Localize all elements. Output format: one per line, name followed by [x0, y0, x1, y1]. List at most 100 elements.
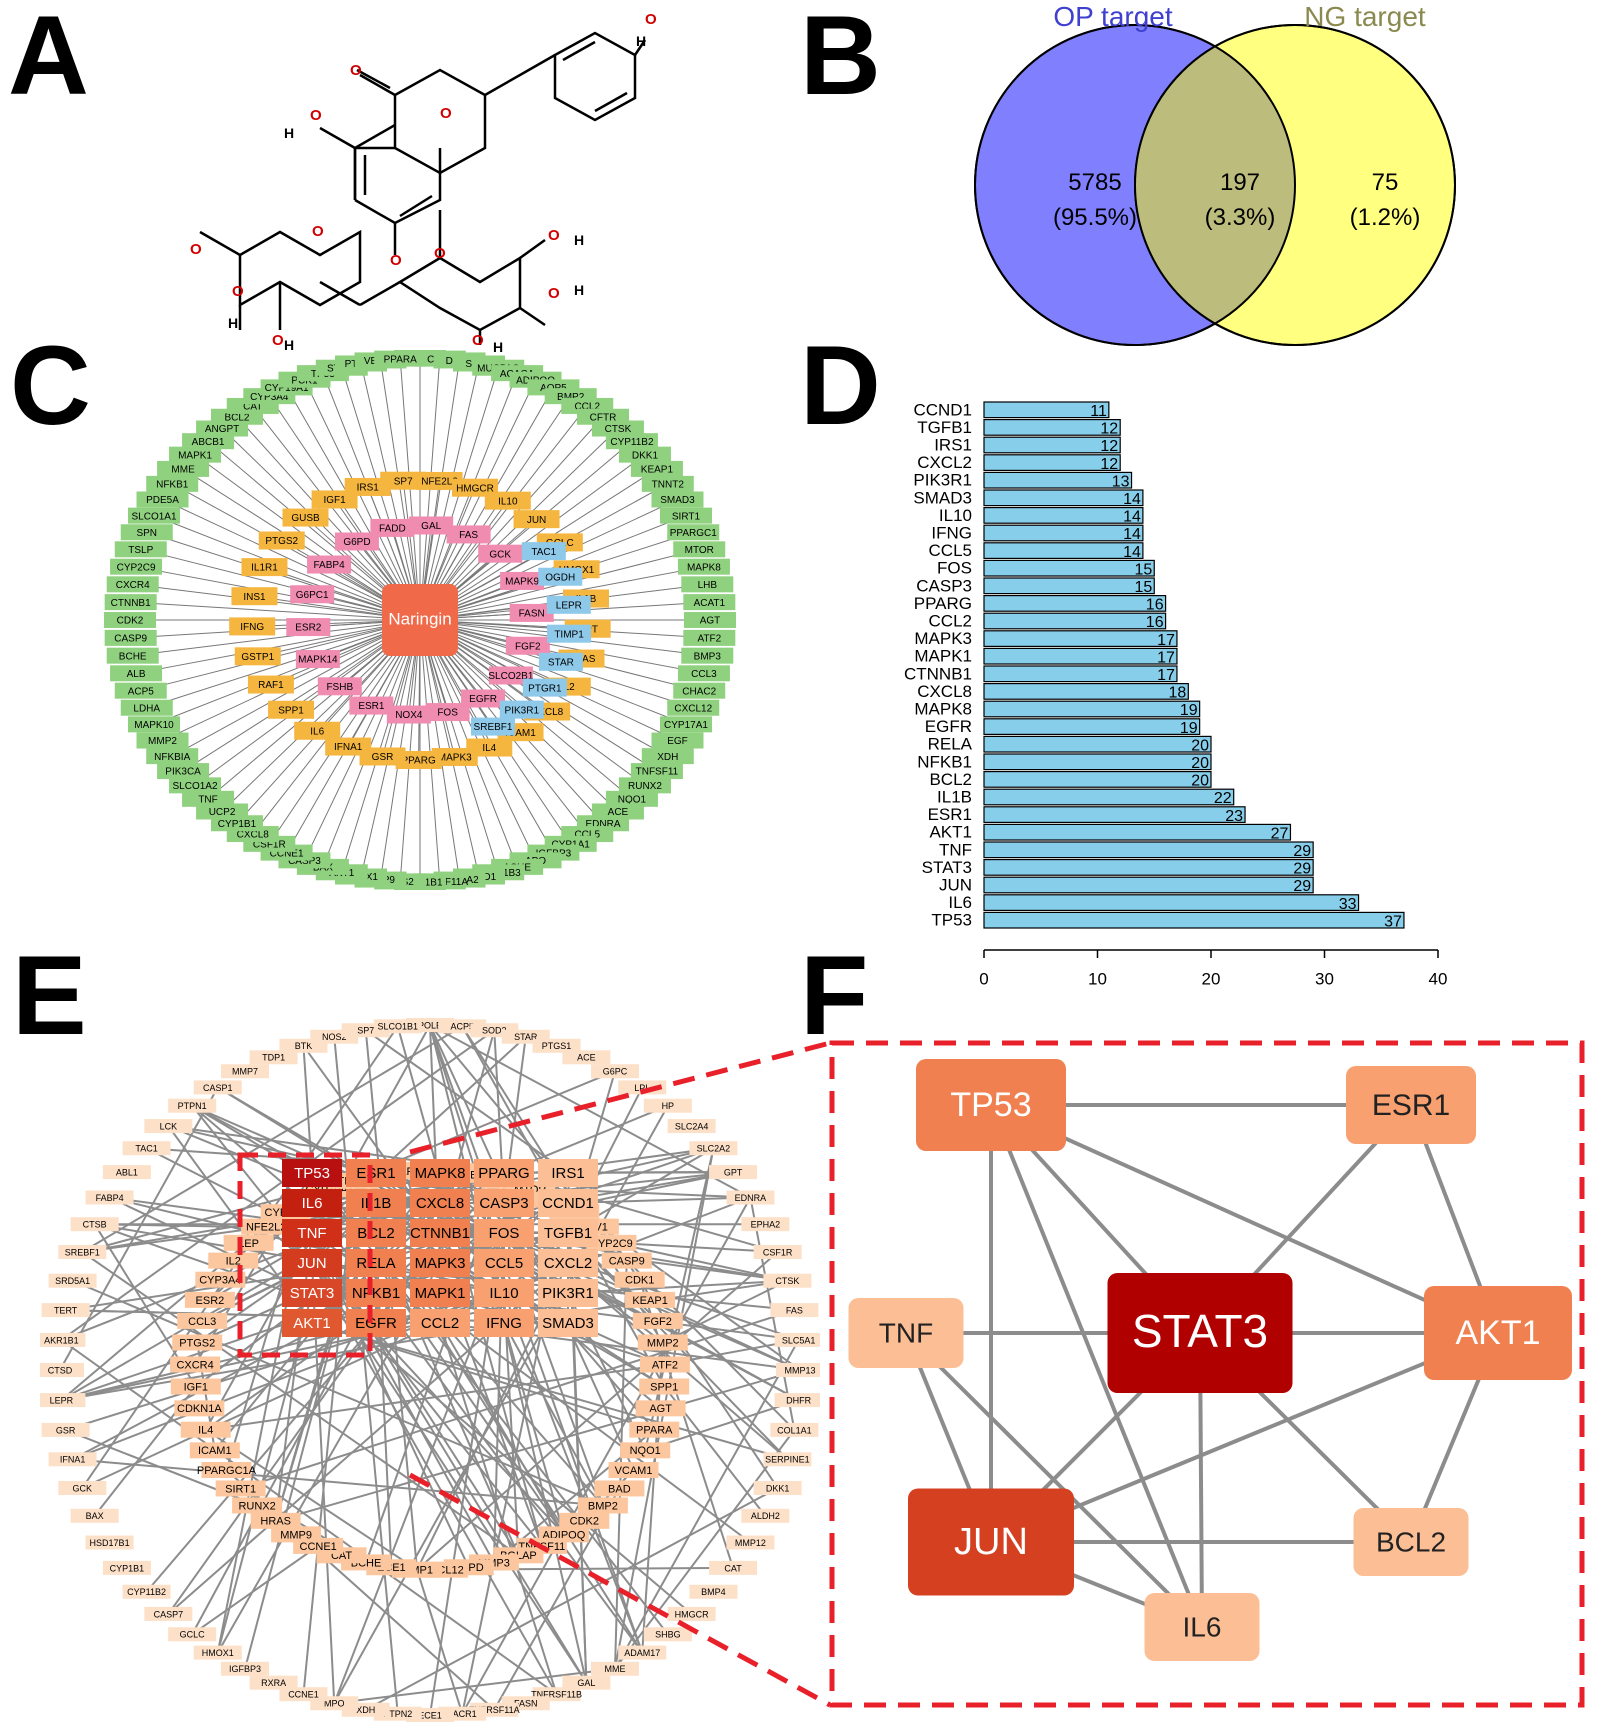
- hub-edge: [904, 1331, 1204, 1629]
- ppi-edge: [567, 1262, 801, 1371]
- core-label: CTNNB1: [410, 1225, 470, 1242]
- bar: [983, 524, 1144, 542]
- ppi-label: ACE: [577, 1053, 596, 1063]
- target-label: CXCR4: [116, 580, 150, 591]
- target-label: PIK3CA: [165, 767, 201, 778]
- target-label: PDE5A: [146, 495, 179, 506]
- target-label: AGT: [700, 616, 721, 627]
- target-node: [538, 567, 583, 586]
- molecule-bonds: [199, 31, 647, 345]
- target-node: [630, 763, 683, 780]
- hub-edge: [1409, 1332, 1500, 1543]
- hub-node-akt1: [1424, 1286, 1572, 1380]
- ppi-label: ICAM1: [198, 1445, 232, 1457]
- hub-label-esr1: ESR1: [1372, 1089, 1450, 1122]
- ppi-label: DHFR: [786, 1395, 811, 1405]
- target-label: NOX4: [395, 710, 423, 721]
- target-label: SLCO2B1: [488, 671, 533, 682]
- core-label: TGFB1: [544, 1225, 592, 1242]
- ppi-label: CCL3: [188, 1316, 216, 1328]
- venn-right-count: 75: [1372, 169, 1399, 196]
- target-node: [146, 475, 199, 492]
- ppi-label: TERT: [54, 1305, 78, 1315]
- target-label: CASP3: [288, 856, 321, 867]
- target-label: ACP5: [128, 686, 155, 697]
- ppi-label: SIRT1: [225, 1483, 256, 1495]
- core-node: [474, 1219, 534, 1247]
- ppi-label: PTGS2: [179, 1337, 215, 1349]
- target-label: OGDH: [545, 572, 575, 583]
- ppi-edge: [333, 1105, 669, 1704]
- ppi-node: [279, 1687, 328, 1702]
- target-node: [681, 576, 734, 593]
- atom-label: O: [232, 283, 244, 300]
- ppi-node: [189, 1442, 240, 1459]
- value-label: 11: [1090, 403, 1107, 420]
- value-label: 17: [1157, 649, 1175, 666]
- target-label: KEAP1: [641, 465, 674, 476]
- highlight-box: [237, 1152, 373, 1358]
- target-label: GAL: [421, 521, 441, 532]
- atom-label: H: [493, 339, 503, 355]
- core-label: CXCL2: [544, 1255, 592, 1272]
- target-label: HMGCR: [456, 483, 494, 494]
- target-node: [546, 595, 591, 614]
- target-node: [120, 524, 173, 541]
- target-label: SIRT1: [672, 511, 701, 522]
- target-node: [630, 460, 683, 477]
- value-label: 16: [1146, 597, 1164, 614]
- target-node: [136, 732, 189, 749]
- ppi-label: EPHA2: [751, 1220, 781, 1230]
- target-label: TSLP: [128, 545, 153, 556]
- ppi-node: [58, 1480, 107, 1495]
- target-label: PTGR1: [528, 683, 562, 694]
- target-label: NFE2L2: [421, 477, 458, 488]
- hub-label-akt1: AKT1: [1455, 1314, 1540, 1352]
- value-label: 22: [1214, 790, 1232, 807]
- network-edge: [171, 483, 421, 621]
- target-label: LDHA: [133, 703, 160, 714]
- ppi-edge: [311, 1232, 441, 1324]
- target-node: [258, 531, 305, 550]
- bar: [983, 665, 1178, 683]
- ppi-node: [70, 1508, 119, 1523]
- target-label: FABP4: [314, 560, 346, 571]
- ppi-label: FABP4: [96, 1193, 124, 1203]
- ppi-label: ESR2: [196, 1295, 225, 1307]
- target-label: CXCL8: [237, 830, 270, 841]
- panel-label-e: E: [12, 933, 87, 1058]
- bar: [983, 612, 1167, 630]
- target-node: [325, 737, 372, 756]
- ppi-label: PPARGC1A: [197, 1465, 257, 1477]
- venn-label-ng: NG target: [1304, 1, 1426, 32]
- target-node: [114, 682, 167, 699]
- target-node: [466, 738, 513, 757]
- target-label: MAPK9: [505, 577, 539, 588]
- ppi-label: AKR1B1: [44, 1335, 79, 1345]
- target-label: EDNRA: [586, 819, 621, 830]
- target-label: IGF1: [323, 495, 346, 506]
- panel-label-b: B: [800, 0, 881, 118]
- network-edge: [135, 566, 421, 621]
- target-label: IFNG: [240, 622, 264, 633]
- ppi-label: VCAM1: [615, 1465, 653, 1477]
- target-node: [651, 491, 704, 508]
- ppi-node: [601, 1252, 652, 1269]
- bar: [983, 823, 1292, 841]
- ppi-label: HMOX1: [202, 1648, 234, 1658]
- ppi-node: [85, 1535, 134, 1550]
- value-label: 17: [1157, 667, 1175, 684]
- core-label: CCL2: [421, 1315, 459, 1332]
- ppi-label: SLC2A4: [675, 1121, 709, 1131]
- bar: [983, 595, 1167, 612]
- ppi-edge: [145, 1322, 377, 1593]
- target-node: [110, 558, 163, 575]
- ppi-label: GPT: [724, 1167, 743, 1177]
- ppi-label: MMP2: [647, 1337, 679, 1349]
- ppi-node: [586, 1234, 637, 1251]
- ppi-node: [770, 1303, 819, 1318]
- core-label: MAPK3: [415, 1255, 466, 1272]
- ppi-label: LEPR: [50, 1395, 74, 1405]
- core-node: [346, 1249, 406, 1277]
- target-node: [547, 624, 592, 643]
